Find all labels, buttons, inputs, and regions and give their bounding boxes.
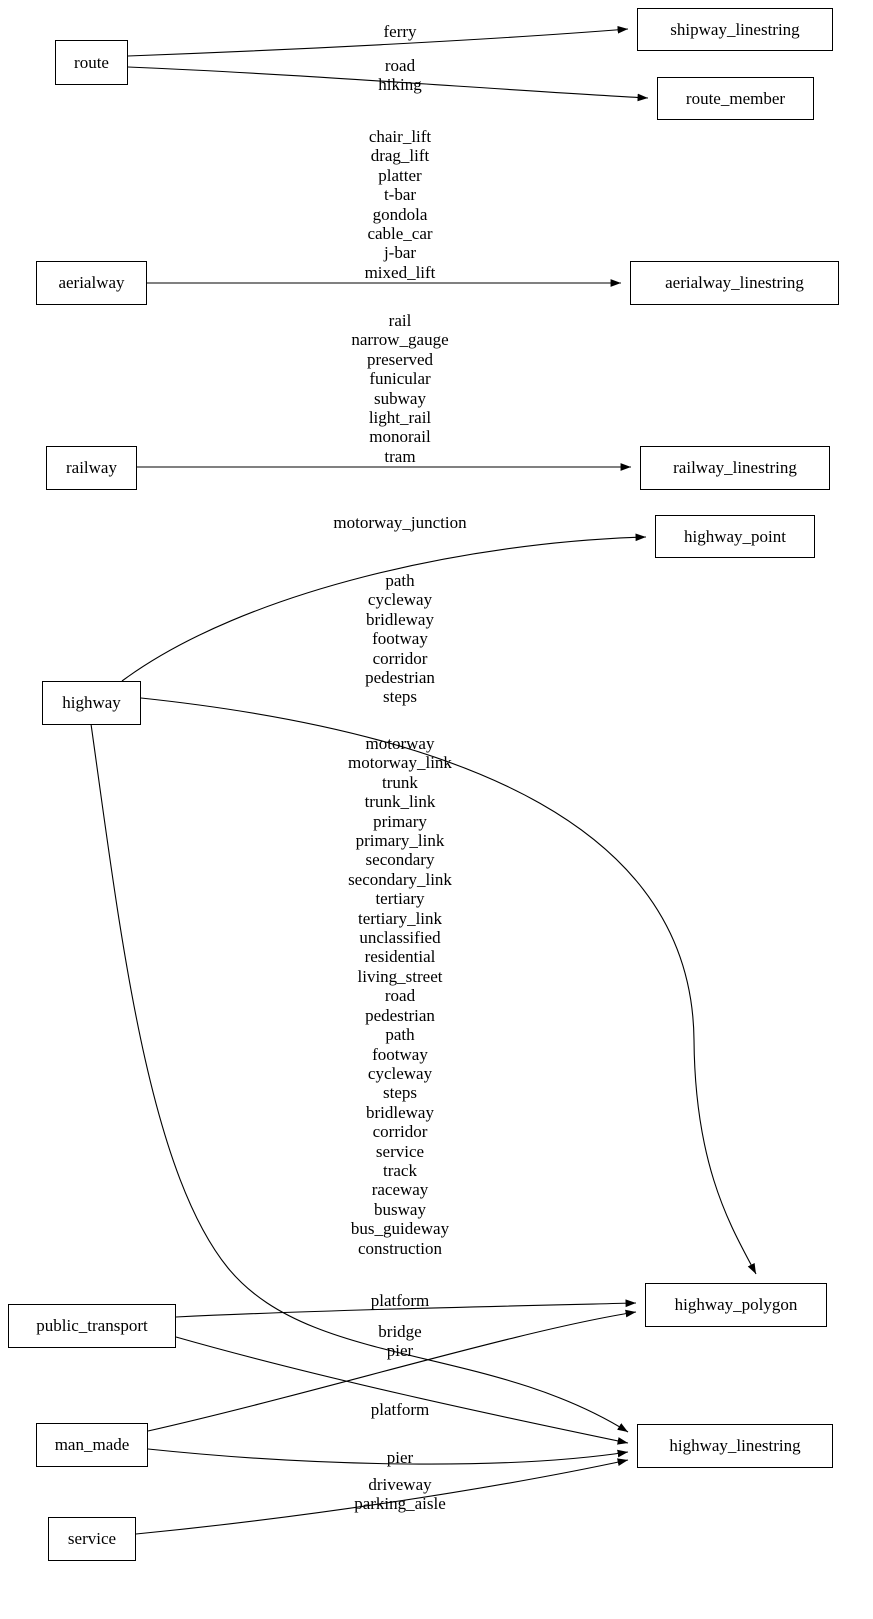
edge-label-man_made-highway_polygon: bridge pier — [378, 1322, 422, 1361]
node-route_member: route_member — [657, 77, 814, 120]
node-aerialway_linestring: aerialway_linestring — [630, 261, 839, 305]
node-aerialway-label: aerialway — [58, 273, 125, 292]
edge-label-railway-railway_linestring: rail narrow_gauge preserved funicular su… — [351, 311, 449, 466]
edge-label-highway-highway_linestring: motorway motorway_link trunk trunk_link … — [348, 734, 452, 1258]
edge-highway-highway_polygon — [140, 697, 757, 1275]
edge-route-route_member — [127, 66, 649, 102]
node-railway_linestring: railway_linestring — [640, 446, 830, 490]
node-aerialway: aerialway — [36, 261, 147, 305]
edge-public_transport-highway_polygon — [175, 1299, 637, 1318]
edge-route-shipway_linestring — [127, 25, 629, 57]
node-service-label: service — [67, 1529, 117, 1548]
node-service: service — [48, 1517, 136, 1561]
node-railway_linestring-label: railway_linestring — [673, 458, 797, 477]
edge-label-public_transport-highway_polygon: platform — [370, 1291, 430, 1310]
edge-label-man_made-highway_linestring: pier — [386, 1448, 414, 1467]
node-highway_point: highway_point — [655, 515, 815, 558]
node-railway: railway — [46, 446, 137, 490]
node-route-label: route — [74, 52, 109, 72]
edge-label-highway-highway_point: motorway_junction — [333, 513, 467, 532]
edge-highway-highway_linestring — [90, 723, 629, 1433]
node-highway_point-label: highway_point — [684, 526, 786, 546]
edge-public_transport-highway_linestring — [175, 1336, 629, 1445]
node-highway: highway — [42, 681, 141, 725]
node-man_made-label: man_made — [54, 1435, 130, 1454]
node-highway_polygon-label: highway_polygon — [674, 1295, 798, 1314]
edge-label-service-highway_linestring: driveway parking_aisle — [354, 1475, 446, 1514]
edge-label-aerialway-aerialway_linestring: chair_lift drag_lift platter t-bar gondo… — [364, 127, 436, 282]
node-highway_linestring-label: highway_linestring — [669, 1436, 801, 1455]
node-railway-label: railway — [66, 458, 117, 477]
node-route_member-label: route_member — [685, 88, 786, 108]
node-public_transport-label: public_transport — [36, 1316, 148, 1335]
node-highway-label: highway — [62, 693, 121, 712]
node-route: route — [55, 40, 128, 85]
node-public_transport: public_transport — [8, 1304, 176, 1348]
node-highway_linestring: highway_linestring — [637, 1424, 833, 1468]
edge-label-route-route_member: road hiking — [378, 56, 422, 95]
node-shipway_linestring: shipway_linestring — [637, 8, 833, 51]
edge-label-public_transport-highway_linestring: platform — [370, 1400, 430, 1419]
edge-label-route-shipway_linestring: ferry — [383, 22, 417, 41]
node-highway_polygon: highway_polygon — [645, 1283, 827, 1327]
node-aerialway_linestring-label: aerialway_linestring — [665, 273, 804, 292]
edge-label-highway-highway_polygon: path cycleway bridleway footway corridor… — [365, 571, 435, 707]
node-man_made: man_made — [36, 1423, 148, 1467]
edge-man_made-highway_polygon — [147, 1309, 637, 1432]
edge-man_made-highway_linestring — [147, 1448, 629, 1465]
edge-highway-highway_point — [121, 533, 647, 682]
edge-service-highway_linestring — [135, 1458, 629, 1535]
node-shipway_linestring-label: shipway_linestring — [670, 19, 800, 39]
